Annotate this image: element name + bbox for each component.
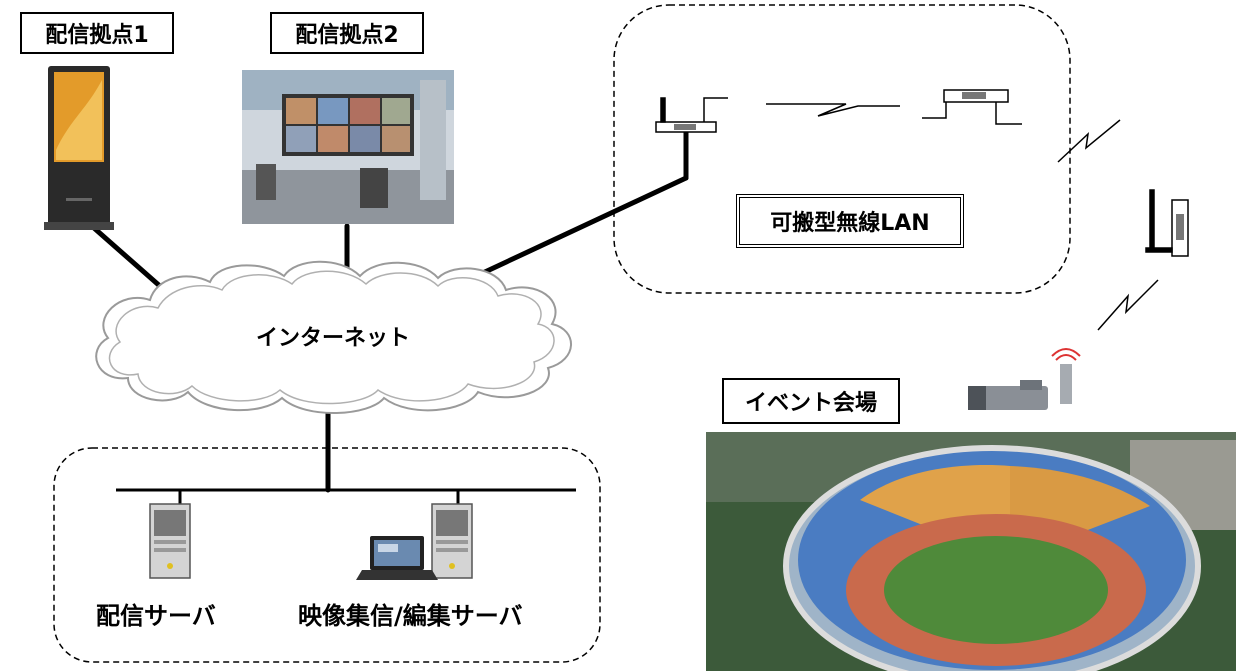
site2-label-text: 配信拠点2 [295,23,399,48]
site1-label: 配信拠点1 [20,12,174,54]
delivery-server-label: 配信サーバ [96,602,216,630]
wireless-links [766,103,1159,331]
laptop-icon [356,536,438,580]
wireless-lan-group [613,4,1071,294]
wireless-lan-label: 可搬型無線LAN [736,194,964,248]
wireless-router-icon [655,97,728,133]
server-tower-icon [149,503,191,579]
wireless-lan-label-text: 可搬型無線LAN [770,211,930,236]
server-tower-icon [431,503,473,579]
server-bus [116,488,576,504]
wireless-link-c [1097,279,1159,331]
site2-label: 配信拠点2 [270,12,424,54]
wireless-relay-icon [1145,189,1189,257]
wireless-link-b [1057,119,1121,163]
event-venue-label-text: イベント会場 [744,391,877,416]
internet-label: インターネット [256,326,411,351]
wireless-link-a [766,103,900,117]
internet-cloud-icon [95,260,572,415]
site1-label-text: 配信拠点1 [45,23,149,48]
stadium-photo [706,432,1236,671]
video-wall-room-icon [242,70,454,224]
digital-signage-kiosk-icon [44,66,114,230]
video-server-label: 映像集信/編集サーバ [298,602,523,630]
video-camera-icon [968,348,1081,410]
link-router-internet-2 [469,175,689,281]
event-venue-label: イベント会場 [722,378,900,424]
wireless-bridge-icon [922,89,1022,125]
